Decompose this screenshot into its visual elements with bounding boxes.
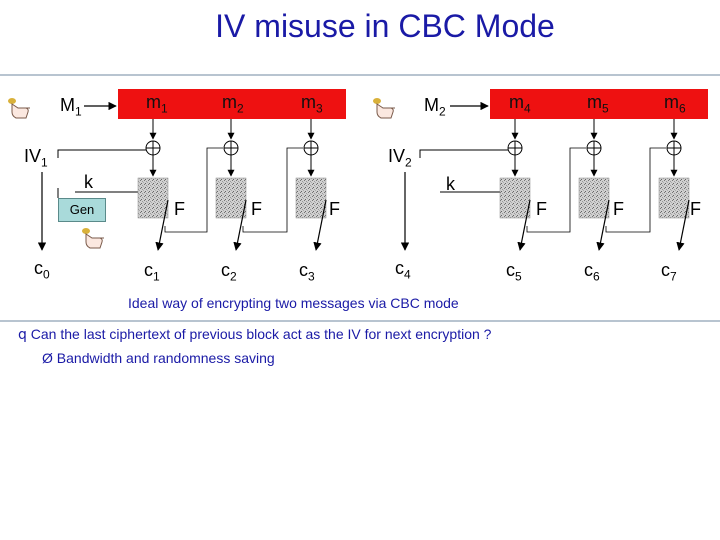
f-output-arrow: [313, 199, 327, 251]
ciphertext-c6: c6: [584, 260, 600, 284]
message-label-m2: m2: [222, 92, 244, 116]
f-box: [215, 177, 247, 219]
section-divider: [0, 320, 720, 322]
chain-line: [605, 147, 666, 233]
checkbox-bullet-marker: q: [18, 327, 27, 343]
f-box: [499, 177, 531, 219]
iv2-feed-line: [419, 149, 508, 158]
title-divider: [0, 74, 720, 76]
message-box-left: [118, 89, 346, 119]
key-label-2: k: [446, 174, 455, 194]
message-label-m3: m3: [301, 92, 323, 116]
key-label-1: k: [84, 172, 93, 192]
pointing-hand-icon: [82, 228, 104, 249]
message-label-M2: M2: [424, 95, 446, 119]
arrow-bullet-marker: Ø: [42, 350, 53, 366]
message-label-m6: m6: [664, 92, 686, 116]
f-output-arrow: [233, 199, 247, 251]
chain-line: [164, 147, 223, 233]
chain-line: [526, 147, 586, 233]
pointing-hand-icon: [8, 98, 30, 119]
ciphertext-c5: c5: [506, 260, 522, 284]
f-box: [658, 177, 690, 219]
iv-label-1: IV1: [24, 146, 48, 170]
f-output-arrow: [155, 199, 169, 251]
message-label-m5: m5: [587, 92, 609, 116]
ciphertext-c0: c0: [34, 258, 50, 282]
diagram-caption: Ideal way of encrypting two messages via…: [128, 295, 459, 311]
f-box: [295, 177, 327, 219]
pointing-hand-icon: [373, 98, 395, 119]
f-box: [137, 177, 169, 219]
ciphertext-c4: c4: [395, 258, 411, 282]
f-box: [578, 177, 610, 219]
message-label-m1: m1: [146, 92, 168, 116]
f-output-arrow: [596, 199, 610, 251]
message-label-m4: m4: [509, 92, 531, 116]
page-title: IV misuse in CBC Mode: [215, 8, 555, 44]
ciphertext-c7: c7: [661, 260, 677, 284]
ciphertext-c3: c3: [299, 260, 315, 284]
f-label-4: F: [536, 199, 547, 219]
gen-box: Gen: [58, 198, 106, 222]
f-output-arrow: [517, 199, 531, 251]
ciphertext-c1: c1: [144, 260, 160, 284]
f-label-3: F: [329, 199, 340, 219]
f-label-1: F: [174, 199, 185, 219]
iv-label-2: IV2: [388, 146, 412, 170]
f-label-5: F: [613, 199, 624, 219]
f-label-6: F: [690, 199, 701, 219]
message-box-right: [490, 89, 708, 119]
chain-line: [242, 147, 303, 233]
iv1-feed-line: [57, 149, 146, 158]
bullet-question: q Can the last ciphertext of previous bl…: [18, 326, 492, 343]
f-output-arrow: [676, 199, 690, 251]
ciphertext-c2: c2: [221, 260, 237, 284]
bullet-sub-point: Ø Bandwidth and randomness saving: [42, 350, 275, 366]
f-label-2: F: [251, 199, 262, 219]
message-label-M1: M1: [60, 95, 82, 119]
